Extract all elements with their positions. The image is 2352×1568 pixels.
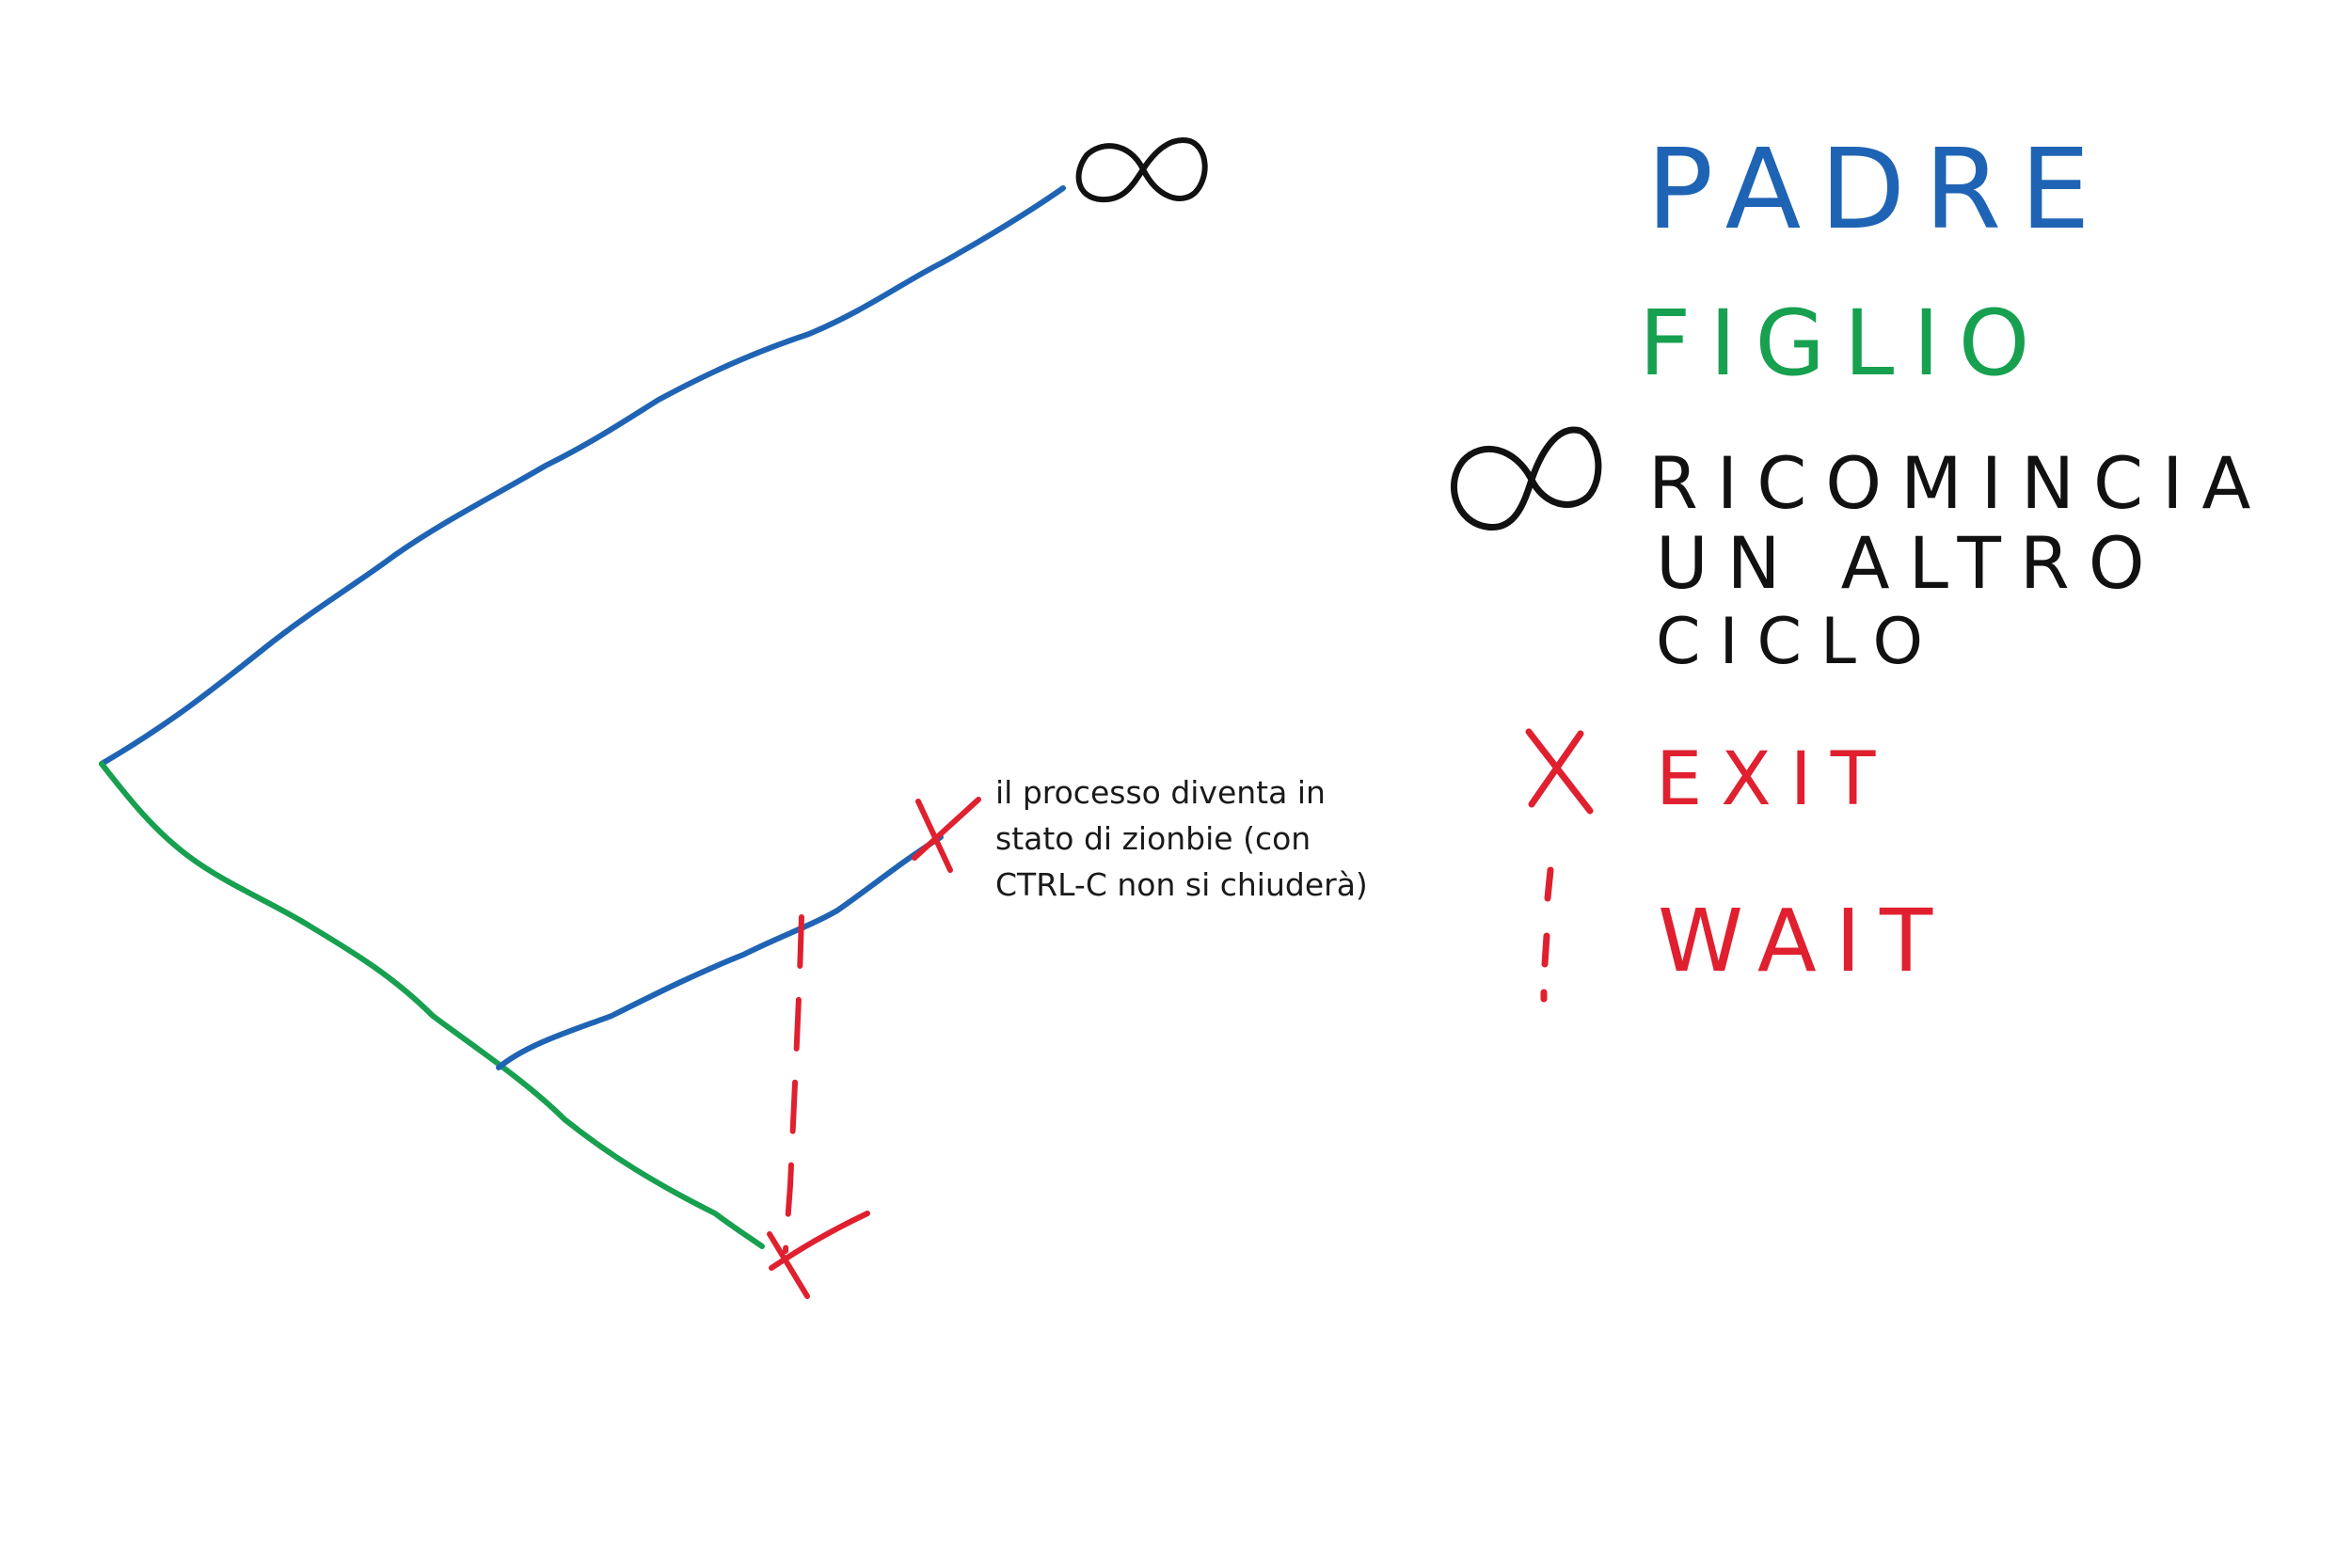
legend-wait-icon <box>1540 866 1554 1003</box>
figlio-main-branch <box>99 761 765 1249</box>
legend-figlio-label: FIGLIO <box>1639 291 2048 396</box>
legend-loop-line1: RICOMINCIA <box>1648 441 2269 525</box>
legend-infinity-icon <box>1451 426 1602 531</box>
legend-exit-icon <box>1525 728 1594 815</box>
legend-padre-label: PADRE <box>1646 124 2109 254</box>
figlio-exit-icon <box>767 1211 870 1299</box>
zombie-annotation: il processo diventa in stato di zionbie … <box>995 774 1368 903</box>
wait-dashed-line <box>783 914 804 1254</box>
padre-secondary-branch <box>496 834 944 1070</box>
zombie-exit-icon <box>912 797 981 873</box>
padre-main-branch <box>99 185 1066 767</box>
infinity-icon <box>1075 137 1208 203</box>
legend-loop-line3: CICLO <box>1656 605 1942 679</box>
legend-loop-line2: UN ALTRO <box>1656 521 2164 605</box>
legend-wait-label: WAIT <box>1658 891 1951 991</box>
legend-exit-label: EXIT <box>1656 737 1894 822</box>
